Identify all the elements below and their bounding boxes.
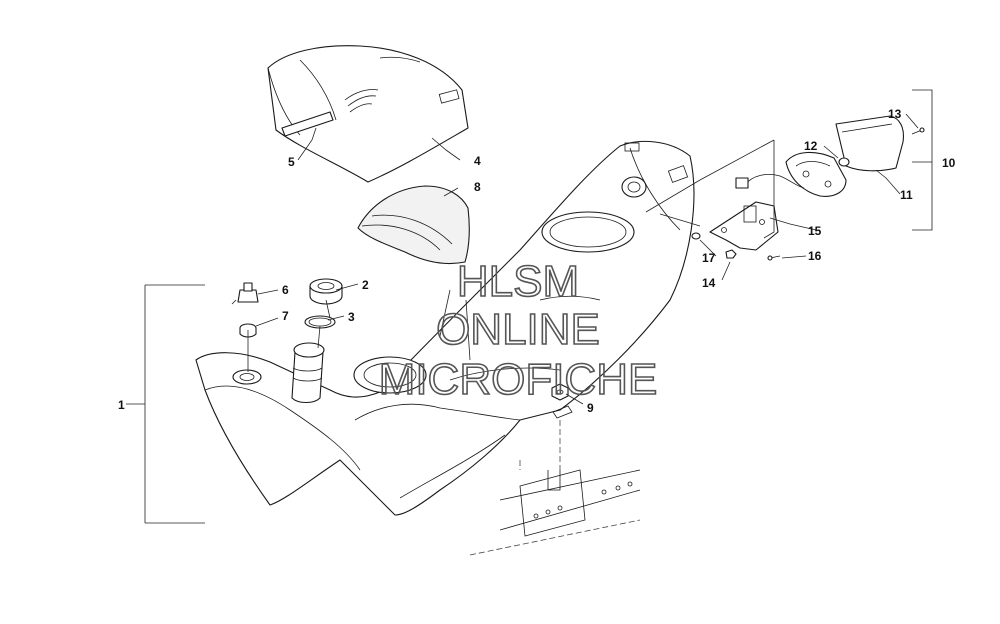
screw-16-part[interactable] — [767, 255, 781, 261]
screw-13-part[interactable] — [911, 127, 925, 135]
seat-strap-part[interactable] — [281, 111, 334, 137]
callout-17[interactable]: 17 — [702, 251, 716, 265]
callout-6[interactable]: 6 — [282, 283, 289, 297]
callout-11[interactable]: 11 — [900, 188, 913, 202]
callout-13[interactable]: 13 — [888, 107, 902, 121]
washer-17-part[interactable] — [691, 232, 701, 240]
bulb-part[interactable] — [838, 157, 850, 167]
nut-part[interactable] — [551, 383, 573, 419]
fuel-tank-part[interactable] — [195, 140, 695, 516]
watermark-line3: MICROFICHE — [379, 355, 658, 404]
fuel-sensor-part[interactable] — [231, 282, 259, 305]
callout-15[interactable]: 15 — [808, 224, 822, 238]
filler-neck — [291, 342, 325, 404]
callout-7[interactable]: 7 — [282, 309, 289, 323]
wiring-harness — [735, 174, 805, 189]
leader-lines — [126, 89, 933, 524]
watermark-line2: ONLINE — [436, 305, 600, 354]
callout-4[interactable]: 4 — [474, 154, 481, 168]
seat-cover-part[interactable] — [267, 45, 469, 183]
callout-1[interactable]: 1 — [118, 398, 125, 412]
callout-2[interactable]: 2 — [362, 278, 369, 292]
watermark-line1: HLSM — [457, 257, 579, 306]
callout-14[interactable]: 14 — [702, 276, 716, 290]
fuel-sensor-boss — [232, 369, 262, 385]
taillight-bracket-part[interactable] — [709, 201, 779, 251]
taillight-lens-part[interactable] — [835, 115, 904, 172]
callout-16[interactable]: 16 — [808, 249, 822, 263]
callout-5[interactable]: 5 — [288, 155, 295, 169]
callout-labels: 1 2 3 4 5 6 7 8 9 10 11 12 13 14 15 16 1… — [118, 107, 956, 415]
callout-9[interactable]: 9 — [587, 401, 594, 415]
callout-10[interactable]: 10 — [942, 156, 956, 170]
seat-foam-part[interactable] — [357, 185, 470, 265]
frame-rail-context — [469, 420, 641, 556]
fuel-cap-part[interactable] — [309, 278, 343, 305]
callout-12[interactable]: 12 — [804, 139, 818, 153]
callout-8[interactable]: 8 — [474, 180, 481, 194]
taillight-housing-part[interactable] — [785, 151, 847, 197]
callout-3[interactable]: 3 — [348, 310, 355, 324]
watermark: HLSM ONLINE MICROFICHE — [378, 256, 658, 405]
nut-14-part[interactable] — [725, 249, 737, 259]
